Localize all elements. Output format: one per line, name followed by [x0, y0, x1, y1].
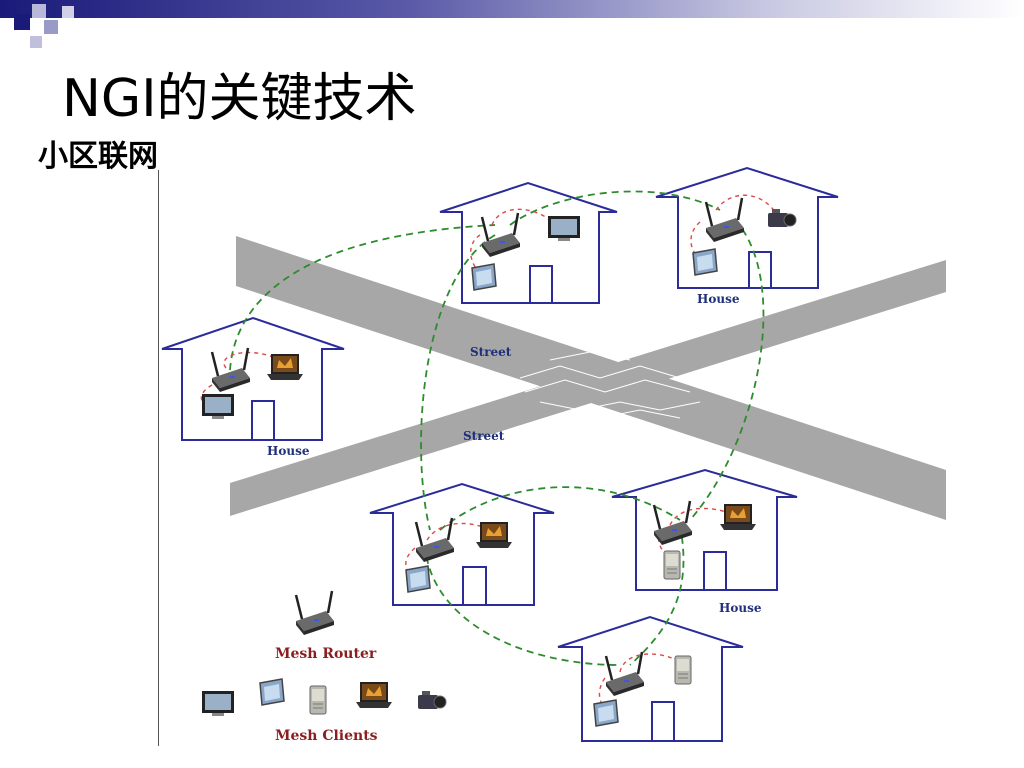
mesh-router-icon: [604, 650, 646, 698]
house-label: House: [719, 601, 762, 615]
street-road: [230, 260, 946, 516]
tv-icon: [548, 216, 580, 241]
slide-subtitle: 小区联网: [38, 139, 158, 174]
street-label: Street: [470, 345, 512, 359]
divider-line: [158, 170, 159, 746]
corner-square-decoration: [44, 20, 58, 34]
legend-mesh-router-label: Mesh Router: [275, 646, 377, 662]
mesh-router-icon: [704, 196, 746, 244]
corner-square-decoration: [32, 4, 46, 18]
corner-square-decoration: [14, 14, 30, 30]
house-label: House: [267, 444, 310, 458]
legend-router-icon: [294, 589, 336, 637]
laptop-icon: [267, 354, 303, 380]
legend-camcorder-icon: [417, 690, 447, 710]
legend-tablet-icon: [259, 678, 285, 706]
pda-icon: [663, 550, 681, 580]
corner-square-decoration: [62, 6, 74, 18]
legend-pda-icon: [309, 685, 327, 715]
mesh-router-icon: [652, 499, 694, 547]
tablet-icon: [692, 248, 718, 276]
camcorder-icon: [767, 208, 797, 228]
house: [557, 615, 744, 742]
tablet-icon: [593, 699, 619, 727]
house: [611, 468, 798, 591]
house: [439, 181, 618, 304]
legend-laptop-icon: [356, 682, 392, 708]
corner-square-decoration: [30, 36, 42, 48]
pda-icon: [674, 655, 692, 685]
crosswalk-lines: [519, 351, 701, 419]
mesh-router-links: [229, 190, 765, 666]
legend-tv-icon: [202, 691, 234, 716]
laptop-icon: [476, 522, 512, 548]
house: [161, 316, 345, 441]
house: [369, 482, 555, 606]
mesh-router-icon: [210, 346, 252, 394]
house-label: House: [697, 292, 740, 306]
legend-mesh-clients-label: Mesh Clients: [275, 728, 378, 744]
tablet-icon: [405, 565, 431, 593]
street-label: Street: [463, 429, 505, 443]
house: [655, 166, 839, 289]
header-gradient-bar: [0, 0, 1024, 18]
slide-title: NGI的关键技术: [62, 69, 417, 129]
laptop-icon: [720, 504, 756, 530]
tv-icon: [202, 394, 234, 419]
tablet-icon: [471, 263, 497, 291]
mesh-router-icon: [480, 211, 522, 259]
